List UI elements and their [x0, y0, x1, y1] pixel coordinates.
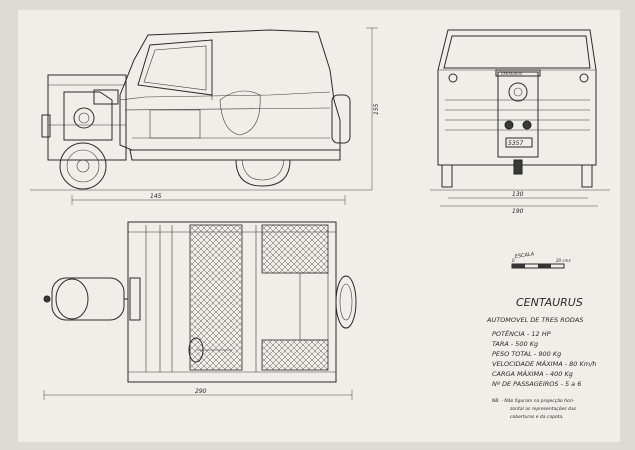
- scale-label: ESCALA: [514, 251, 535, 260]
- scale-tick-start: 0: [512, 258, 515, 263]
- rear-wheel: [59, 142, 107, 190]
- right-headlight: [579, 73, 589, 83]
- plan-view: 290: [43, 221, 357, 400]
- scale-tick-end: 20 cms: [556, 258, 571, 263]
- front-width-top-dim: 130: [512, 191, 524, 198]
- scale-bar: ESCALA 0 20 cms: [511, 251, 571, 269]
- spec-line: POTÊNCIA - 12 HP: [492, 329, 551, 338]
- model-title: CENTAURUS: [516, 296, 583, 309]
- title-block: CENTAURUS AUTOMOVEL DE TRES RODAS POTÊNC…: [486, 296, 596, 420]
- spec-line: TARA - 500 Kg: [492, 340, 538, 348]
- front-badge: CENTAURUS: [501, 72, 523, 76]
- model-subtitle: AUTOMOVEL DE TRES RODAS: [486, 316, 583, 324]
- front-width-bottom-dim: 190: [512, 208, 524, 215]
- license-plate: [505, 137, 533, 148]
- license-plate-text: 5357: [508, 140, 523, 147]
- side-length-dim: 145: [150, 193, 162, 200]
- note-line: NB. - Não figuram na projecção hori-: [492, 398, 575, 404]
- plan-length-dim: 290: [195, 388, 207, 395]
- spec-line: VELOCIDADE MÁXIMA - 80 Km/h: [492, 359, 596, 368]
- spec-line: CARGA MÁXIMA - 400 Kg: [492, 369, 573, 378]
- side-view: 145 155: [30, 27, 380, 205]
- spec-line: Nº DE PASSAGEIROS - 5 a 6: [492, 380, 581, 388]
- left-headlight: [448, 73, 458, 83]
- note-line: zontal as representações das: [509, 406, 577, 412]
- front-view: CENTAURUS 5357 130 190: [430, 29, 610, 215]
- front-wheel: [235, 159, 291, 187]
- note-line: coberturas e da capota.: [510, 414, 564, 420]
- side-height-dim: 155: [373, 103, 380, 115]
- spec-line: PESO TOTAL - 900 Kg: [492, 350, 561, 358]
